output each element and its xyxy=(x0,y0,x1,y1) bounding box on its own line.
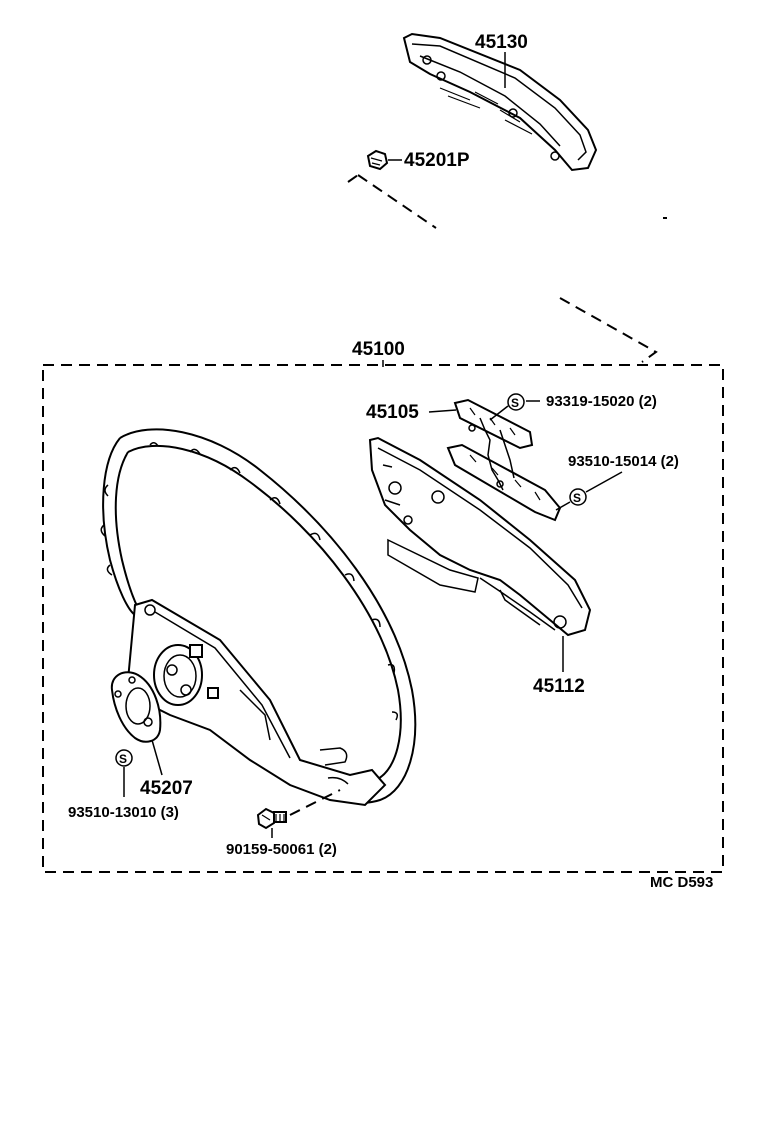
label-45207: 45207 xyxy=(140,778,193,799)
label-45201p: 45201P xyxy=(404,150,470,171)
svg-text:S: S xyxy=(573,491,581,505)
leader-45207 xyxy=(151,739,163,776)
label-93319-15020: 93319-15020 (2) xyxy=(546,393,657,410)
horn-pad-part xyxy=(368,436,592,637)
svg-text:S: S xyxy=(119,752,127,766)
standard-part-symbol-c: S xyxy=(115,749,133,767)
hub-plate-part xyxy=(110,671,162,743)
steering-hub-spoke xyxy=(126,598,387,807)
leader-93510-15014-b xyxy=(555,501,571,511)
standard-part-symbol-b: S xyxy=(569,488,587,506)
assembly-line-left xyxy=(347,174,437,229)
nut-part xyxy=(366,149,389,171)
catalog-code: MC D593 xyxy=(650,874,713,891)
pad-cover-part xyxy=(402,32,598,172)
standard-part-symbol-a: S xyxy=(507,393,525,411)
label-45105: 45105 xyxy=(366,402,419,423)
steering-wheel-rim xyxy=(100,428,417,804)
label-45130: 45130 xyxy=(475,32,528,53)
label-45112: 45112 xyxy=(533,676,585,697)
label-93510-13010: 93510-13010 (3) xyxy=(68,804,179,821)
label-45100: 45100 xyxy=(352,339,405,360)
label-90159-50061: 90159-50061 (2) xyxy=(226,841,337,858)
assembly-line-right xyxy=(559,297,658,363)
svg-text:S: S xyxy=(511,396,519,410)
leader-93510-15014-a xyxy=(585,471,623,493)
label-93510-15014: 93510-15014 (2) xyxy=(568,453,679,470)
contact-plate-part xyxy=(446,398,562,522)
leader-45105 xyxy=(428,409,457,413)
leader-93319-15020-a xyxy=(489,405,509,421)
bolt-assembly-line xyxy=(289,789,341,816)
bolt-part xyxy=(256,807,287,830)
